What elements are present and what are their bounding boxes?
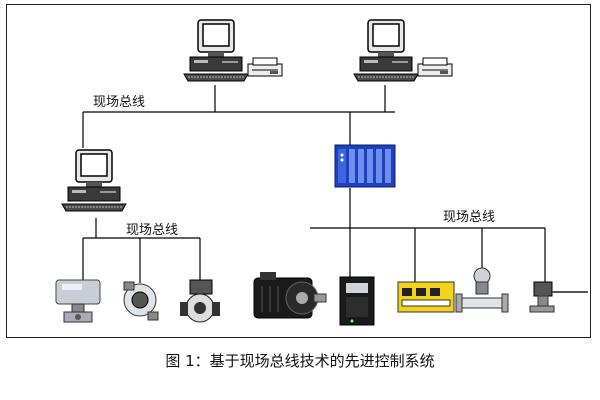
workstation-icon[interactable] <box>353 19 419 82</box>
valve-actuator-icon[interactable] <box>180 279 220 323</box>
flow-meter-icon[interactable] <box>455 267 509 313</box>
fieldbus-label-top: 现场总线 <box>93 95 146 110</box>
fieldbus-label-right: 现场总线 <box>443 210 496 225</box>
workstation-icon[interactable] <box>183 19 249 82</box>
workstation-icon[interactable] <box>61 149 127 212</box>
valve-actuator-icon[interactable] <box>123 281 159 321</box>
plc-rack-icon[interactable] <box>334 144 396 188</box>
motor-icon[interactable] <box>253 272 327 319</box>
io-module-icon[interactable] <box>397 281 455 313</box>
bus-lines <box>82 85 546 285</box>
level-sensor-icon[interactable] <box>529 281 588 313</box>
drive-icon[interactable] <box>339 276 375 326</box>
fieldbus-label-left: 现场总线 <box>126 223 179 238</box>
printer-icon[interactable] <box>417 57 453 77</box>
figure-caption: 图 1：基于现场总线技术的先进控制系统 <box>165 352 435 370</box>
printer-icon[interactable] <box>247 57 283 77</box>
valve-actuator-icon[interactable] <box>55 279 101 323</box>
